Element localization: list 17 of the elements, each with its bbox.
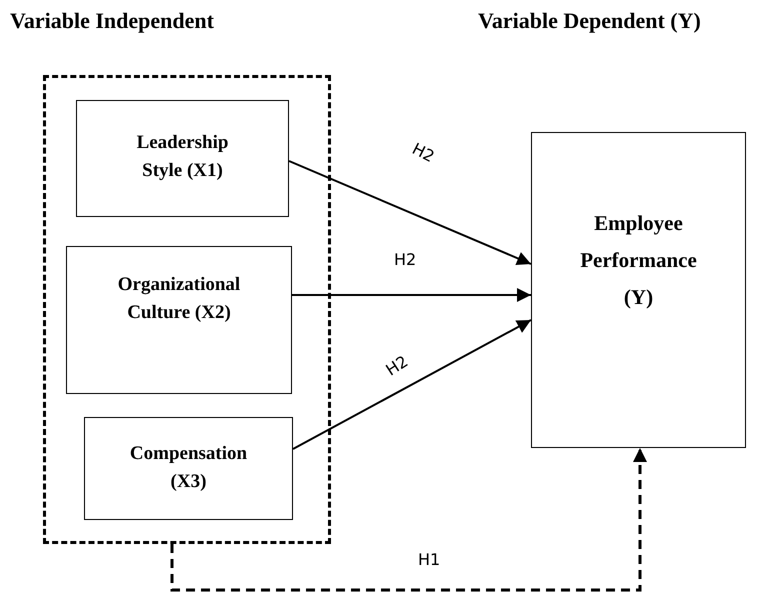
arrow xyxy=(288,160,532,265)
variable-name: Leadership Style (X1) xyxy=(136,131,230,183)
variable-name: Compensation (X3) xyxy=(128,442,248,494)
variable-name: Employee Performance (Y) xyxy=(579,210,698,310)
arrow xyxy=(292,288,531,302)
edge-label: H2 xyxy=(394,252,416,268)
edge-label: H1 xyxy=(418,552,440,568)
variable-box xyxy=(66,246,292,394)
arrow xyxy=(292,319,532,450)
variable-box xyxy=(76,100,289,217)
variable-name: Organizational Culture (X2) xyxy=(116,273,242,325)
variable-box xyxy=(531,132,746,448)
heading: Variable Dependent (Y) xyxy=(478,8,701,34)
variable-box xyxy=(84,417,293,520)
heading: Variable Independent xyxy=(10,8,214,34)
group-box xyxy=(43,75,331,544)
arrow xyxy=(170,448,647,592)
